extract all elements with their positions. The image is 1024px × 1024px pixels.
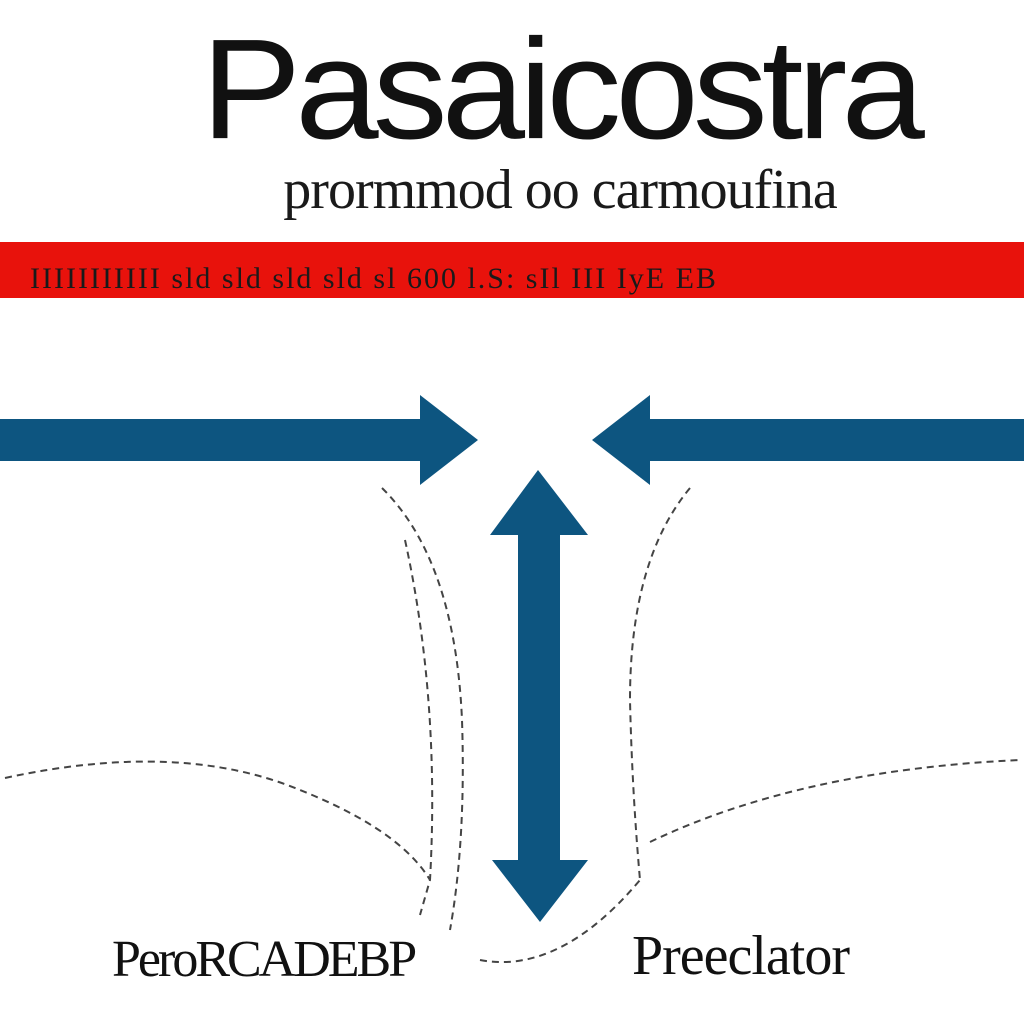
banner-text: IIIIIIIIIII sld sld sld sld sl 600 l.S: … xyxy=(30,262,718,295)
double-arrow-vertical-icon xyxy=(490,470,588,922)
page-subtitle: prormmod oo carmoufina xyxy=(283,159,837,221)
right-base-curve xyxy=(649,759,1021,843)
arrow-left-icon xyxy=(592,395,1024,485)
bottom-squiggle xyxy=(479,879,641,964)
page-title: Pasaicostra xyxy=(201,8,925,169)
label-left: PeroRCADEBP xyxy=(112,931,417,988)
arrow-right-icon xyxy=(0,395,478,485)
red-banner-bar xyxy=(0,242,1024,298)
red-banner: IIIIIIIIIII sld sld sld sld sl 600 l.S: … xyxy=(0,242,1024,298)
left-base-curve xyxy=(4,760,431,881)
left-inner-curve xyxy=(404,539,434,916)
right-funnel-curve xyxy=(628,487,691,881)
label-right: Preeclator xyxy=(632,925,850,987)
left-funnel-curve xyxy=(381,487,464,931)
dashed-curves xyxy=(4,487,1021,964)
